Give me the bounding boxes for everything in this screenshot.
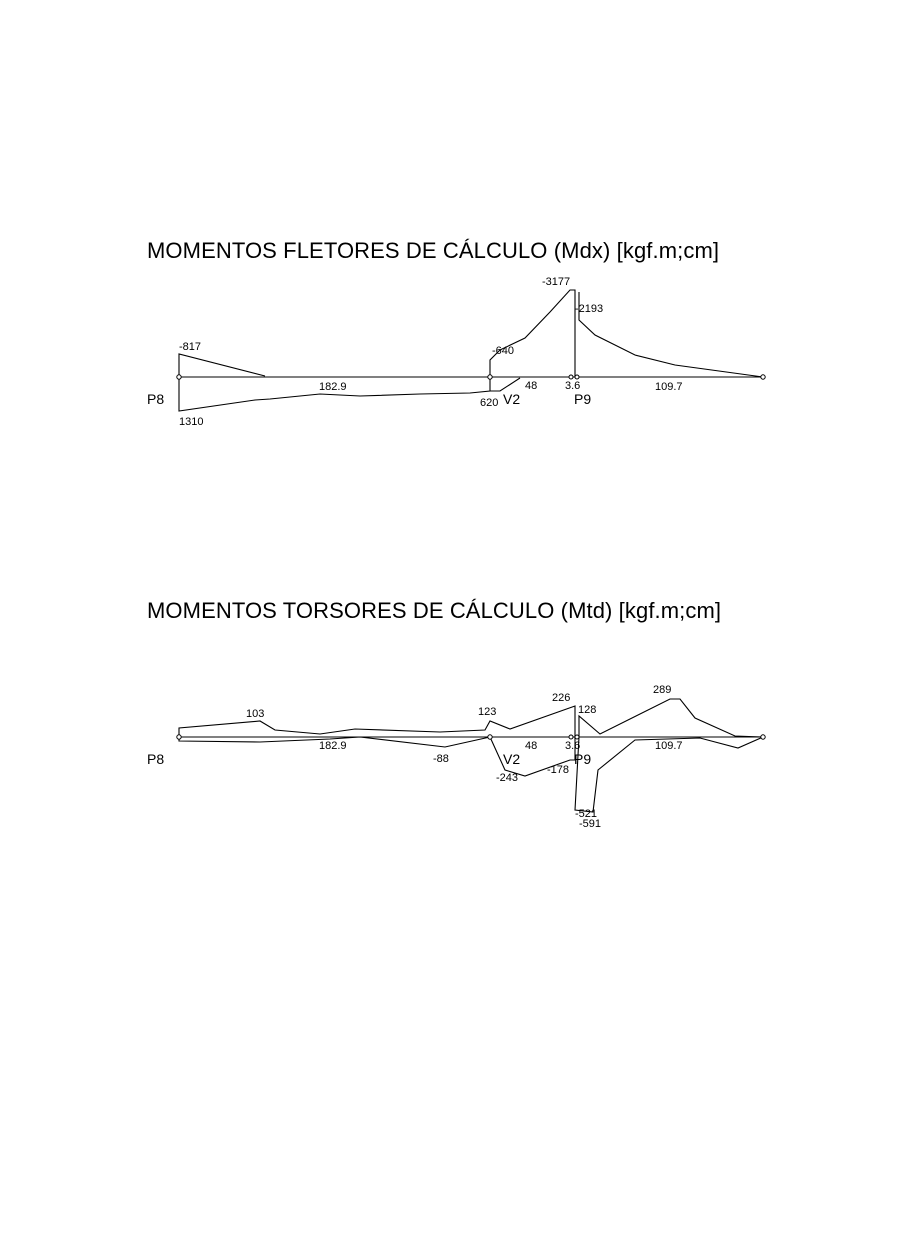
mdx-diagram-title: MOMENTOS FLETORES DE CÁLCULO (Mdx) [kgf.… [147,238,720,263]
moment-curve-left-bottom [178,377,491,412]
value-label: 289 [653,684,671,696]
value-label: 128 [578,704,596,716]
span-length-label: 109.7 [655,381,683,393]
span-length-label: 48 [525,380,537,392]
span-length-label: 48 [525,740,537,752]
value-label: -640 [492,345,514,357]
moment-curve-v2-bottom [490,377,521,392]
support-v2 [487,374,493,380]
value-label: 123 [478,706,496,718]
value-label: -3177 [542,276,570,288]
value-label: 620 [480,397,498,409]
node-label-p8: P8 [147,751,164,767]
value-label: -591 [579,818,601,830]
value-label: -88 [433,753,449,765]
value-label: -817 [179,341,201,353]
span-length-label: 182.9 [319,381,347,393]
mtd-diagram-title: MOMENTOS TORSORES DE CÁLCULO (Mtd) [kgf.… [147,598,722,623]
node-label-p9: P9 [574,751,591,767]
span-length-label: 182.9 [319,740,347,752]
value-label: 1310 [179,416,203,428]
span-length-label: 109.7 [655,740,683,752]
value-label: 226 [552,692,570,704]
value-label: -243 [496,772,518,784]
beam-end [760,734,766,740]
span-length-label: 3.6 [565,740,580,752]
support-p8 [176,734,182,740]
node-label-p9: P9 [574,391,591,407]
beam-end [760,374,766,380]
node-label-p8: P8 [147,391,164,407]
torsion-moment-diagram: 103 123 226 128 289 -88 -243 -178 -521 -… [147,684,766,830]
value-label: -521 [575,808,597,820]
support-p8 [176,374,182,380]
torsion-curve-v2-bottom [489,736,576,777]
torsion-curve-bottom-left [178,736,491,748]
support-p9-b [574,734,580,740]
node-label-v2: V2 [503,391,520,407]
value-label: -178 [547,764,569,776]
node-label-v2: V2 [503,751,520,767]
support-p9-a [568,374,574,380]
support-v2 [487,734,493,740]
bending-moment-diagram: -817 1310 -640 620 -3177 -2193 182.9 48 … [147,276,766,428]
moment-curve-left-top [178,353,266,377]
support-p9-a [568,734,574,740]
span-length-label: 3.6 [565,380,580,392]
moment-curve-hogging-peak [489,289,576,377]
value-label: 103 [246,708,264,720]
torsion-curve-top-left [178,705,576,737]
torsion-curve-bottom-right [574,736,764,813]
value-label: -2193 [575,303,603,315]
support-p9-b [574,374,580,380]
torsion-curve-top-right [578,698,764,738]
moment-curve-right [578,292,764,378]
